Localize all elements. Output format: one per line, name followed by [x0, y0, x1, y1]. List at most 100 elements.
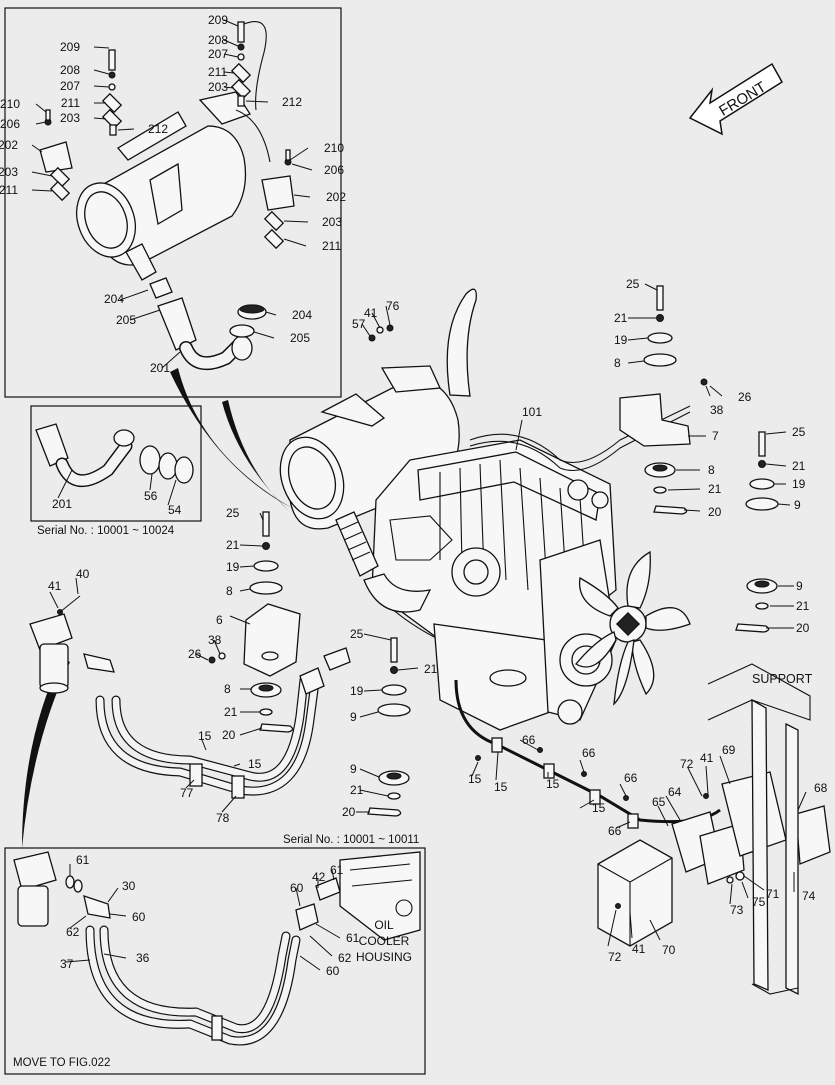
callout-label: 20	[708, 505, 722, 519]
callout-label: 64	[668, 785, 682, 799]
callout-label: 203	[60, 111, 80, 125]
leader-swoosh-3	[22, 658, 70, 848]
serial-caption-a: Serial No. : 10001 ~ 10024	[37, 525, 175, 537]
muffler-inset-drawing	[39, 21, 295, 371]
callout-label: 61	[76, 853, 90, 867]
callout-label: 203	[208, 80, 228, 94]
callout-label: 205	[116, 313, 136, 327]
callout-label: 56	[144, 489, 158, 503]
callout-label: 60	[132, 910, 146, 924]
callout-label: 101	[522, 405, 542, 419]
front-bracket-right	[619, 393, 691, 447]
callout-label: 201	[52, 497, 72, 511]
callout-label: 15	[494, 780, 508, 794]
callout-label: 40	[76, 567, 90, 581]
callout-label: 208	[208, 33, 228, 47]
oil-cooler-caption-2: COOLER	[359, 934, 410, 948]
callout-label: 42	[312, 870, 326, 884]
callout-label: 211	[0, 183, 18, 197]
callout-label: 73	[730, 903, 744, 917]
callout-label: 25	[226, 506, 240, 520]
callout-label: 41	[632, 942, 646, 956]
callout-label: 66	[624, 771, 638, 785]
callout-label: 208	[60, 63, 80, 77]
oil-cooler-caption-1: OIL	[374, 918, 394, 932]
callout-label: 8	[614, 356, 621, 370]
callout-label: 72	[680, 757, 694, 771]
callout-label: 15	[468, 772, 482, 786]
callout-label: 211	[208, 65, 227, 79]
callout-label: 26	[188, 647, 202, 661]
callout-label: 9	[796, 579, 803, 593]
callout-label: 69	[722, 743, 736, 757]
callout-label: 206	[324, 163, 344, 177]
callout-label: 62	[338, 951, 352, 965]
callout-label: 205	[290, 331, 310, 345]
callout-label: 21	[224, 705, 238, 719]
callout-label: 75	[752, 895, 766, 909]
callout-label: 21	[424, 662, 438, 676]
callout-label: 25	[626, 277, 640, 291]
front-arrow-icon: FRONT	[688, 62, 784, 136]
serial-caption-b: Serial No. : 10001 ~ 10011	[283, 834, 419, 846]
callout-label: 26	[738, 390, 752, 404]
callout-label: 25	[792, 425, 806, 439]
front-bracket-left	[243, 603, 301, 677]
callout-labels: 2092082072112032122092082072112032122102…	[0, 13, 828, 978]
callout-label: 36	[136, 951, 150, 965]
oil-cooler-caption-3: HOUSING	[356, 950, 412, 964]
callout-label: 38	[208, 633, 222, 647]
callout-label: 21	[796, 599, 810, 613]
callout-label: 8	[708, 463, 715, 477]
callout-label: 71	[766, 887, 780, 901]
callout-label: 19	[226, 560, 240, 574]
callout-label: 76	[386, 299, 400, 313]
callout-label: 201	[150, 361, 170, 375]
callout-label: 9	[350, 710, 357, 724]
callout-label: 62	[66, 925, 80, 939]
callout-label: 41	[48, 579, 62, 593]
callout-label: 204	[104, 292, 124, 306]
callout-label: 207	[208, 47, 228, 61]
callout-label: 15	[592, 801, 606, 815]
callout-label: 25	[350, 627, 364, 641]
callout-label: 60	[290, 881, 304, 895]
callout-label: 204	[292, 308, 312, 322]
leader-lines	[31, 19, 807, 971]
oil-filter-hoses	[29, 595, 351, 799]
support-frame	[707, 663, 811, 996]
callout-label: 21	[792, 459, 806, 473]
callout-label: 210	[324, 141, 344, 155]
callout-label: 57	[352, 317, 366, 331]
callout-label: 8	[224, 682, 231, 696]
serial-inset-drawing	[35, 423, 194, 488]
callout-label: 19	[614, 333, 628, 347]
callout-label: 65	[652, 795, 666, 809]
callout-label: 41	[700, 751, 714, 765]
callout-label: 210	[0, 97, 20, 111]
callout-label: 61	[330, 863, 344, 877]
callout-label: 211	[322, 239, 341, 253]
callout-label: 9	[350, 762, 357, 776]
callout-label: 9	[794, 498, 801, 512]
callout-label: 212	[282, 95, 302, 109]
callout-label: 15	[198, 729, 212, 743]
callout-label: 38	[710, 403, 724, 417]
callout-label: 37	[60, 957, 74, 971]
callout-label: 60	[326, 964, 340, 978]
callout-label: 209	[208, 13, 228, 27]
callout-label: 20	[222, 728, 236, 742]
callout-label: 77	[180, 786, 194, 800]
oil-hose-inset-drawing	[13, 851, 421, 1046]
callout-label: 8	[226, 584, 233, 598]
callout-label: 21	[708, 482, 722, 496]
callout-label: 21	[350, 783, 364, 797]
callout-label: 21	[226, 538, 240, 552]
callout-label: 202	[0, 138, 18, 152]
mount-hardware	[208, 285, 779, 817]
callout-label: 72	[608, 950, 622, 964]
callout-label: 6	[216, 613, 223, 627]
callout-label: 68	[814, 781, 828, 795]
